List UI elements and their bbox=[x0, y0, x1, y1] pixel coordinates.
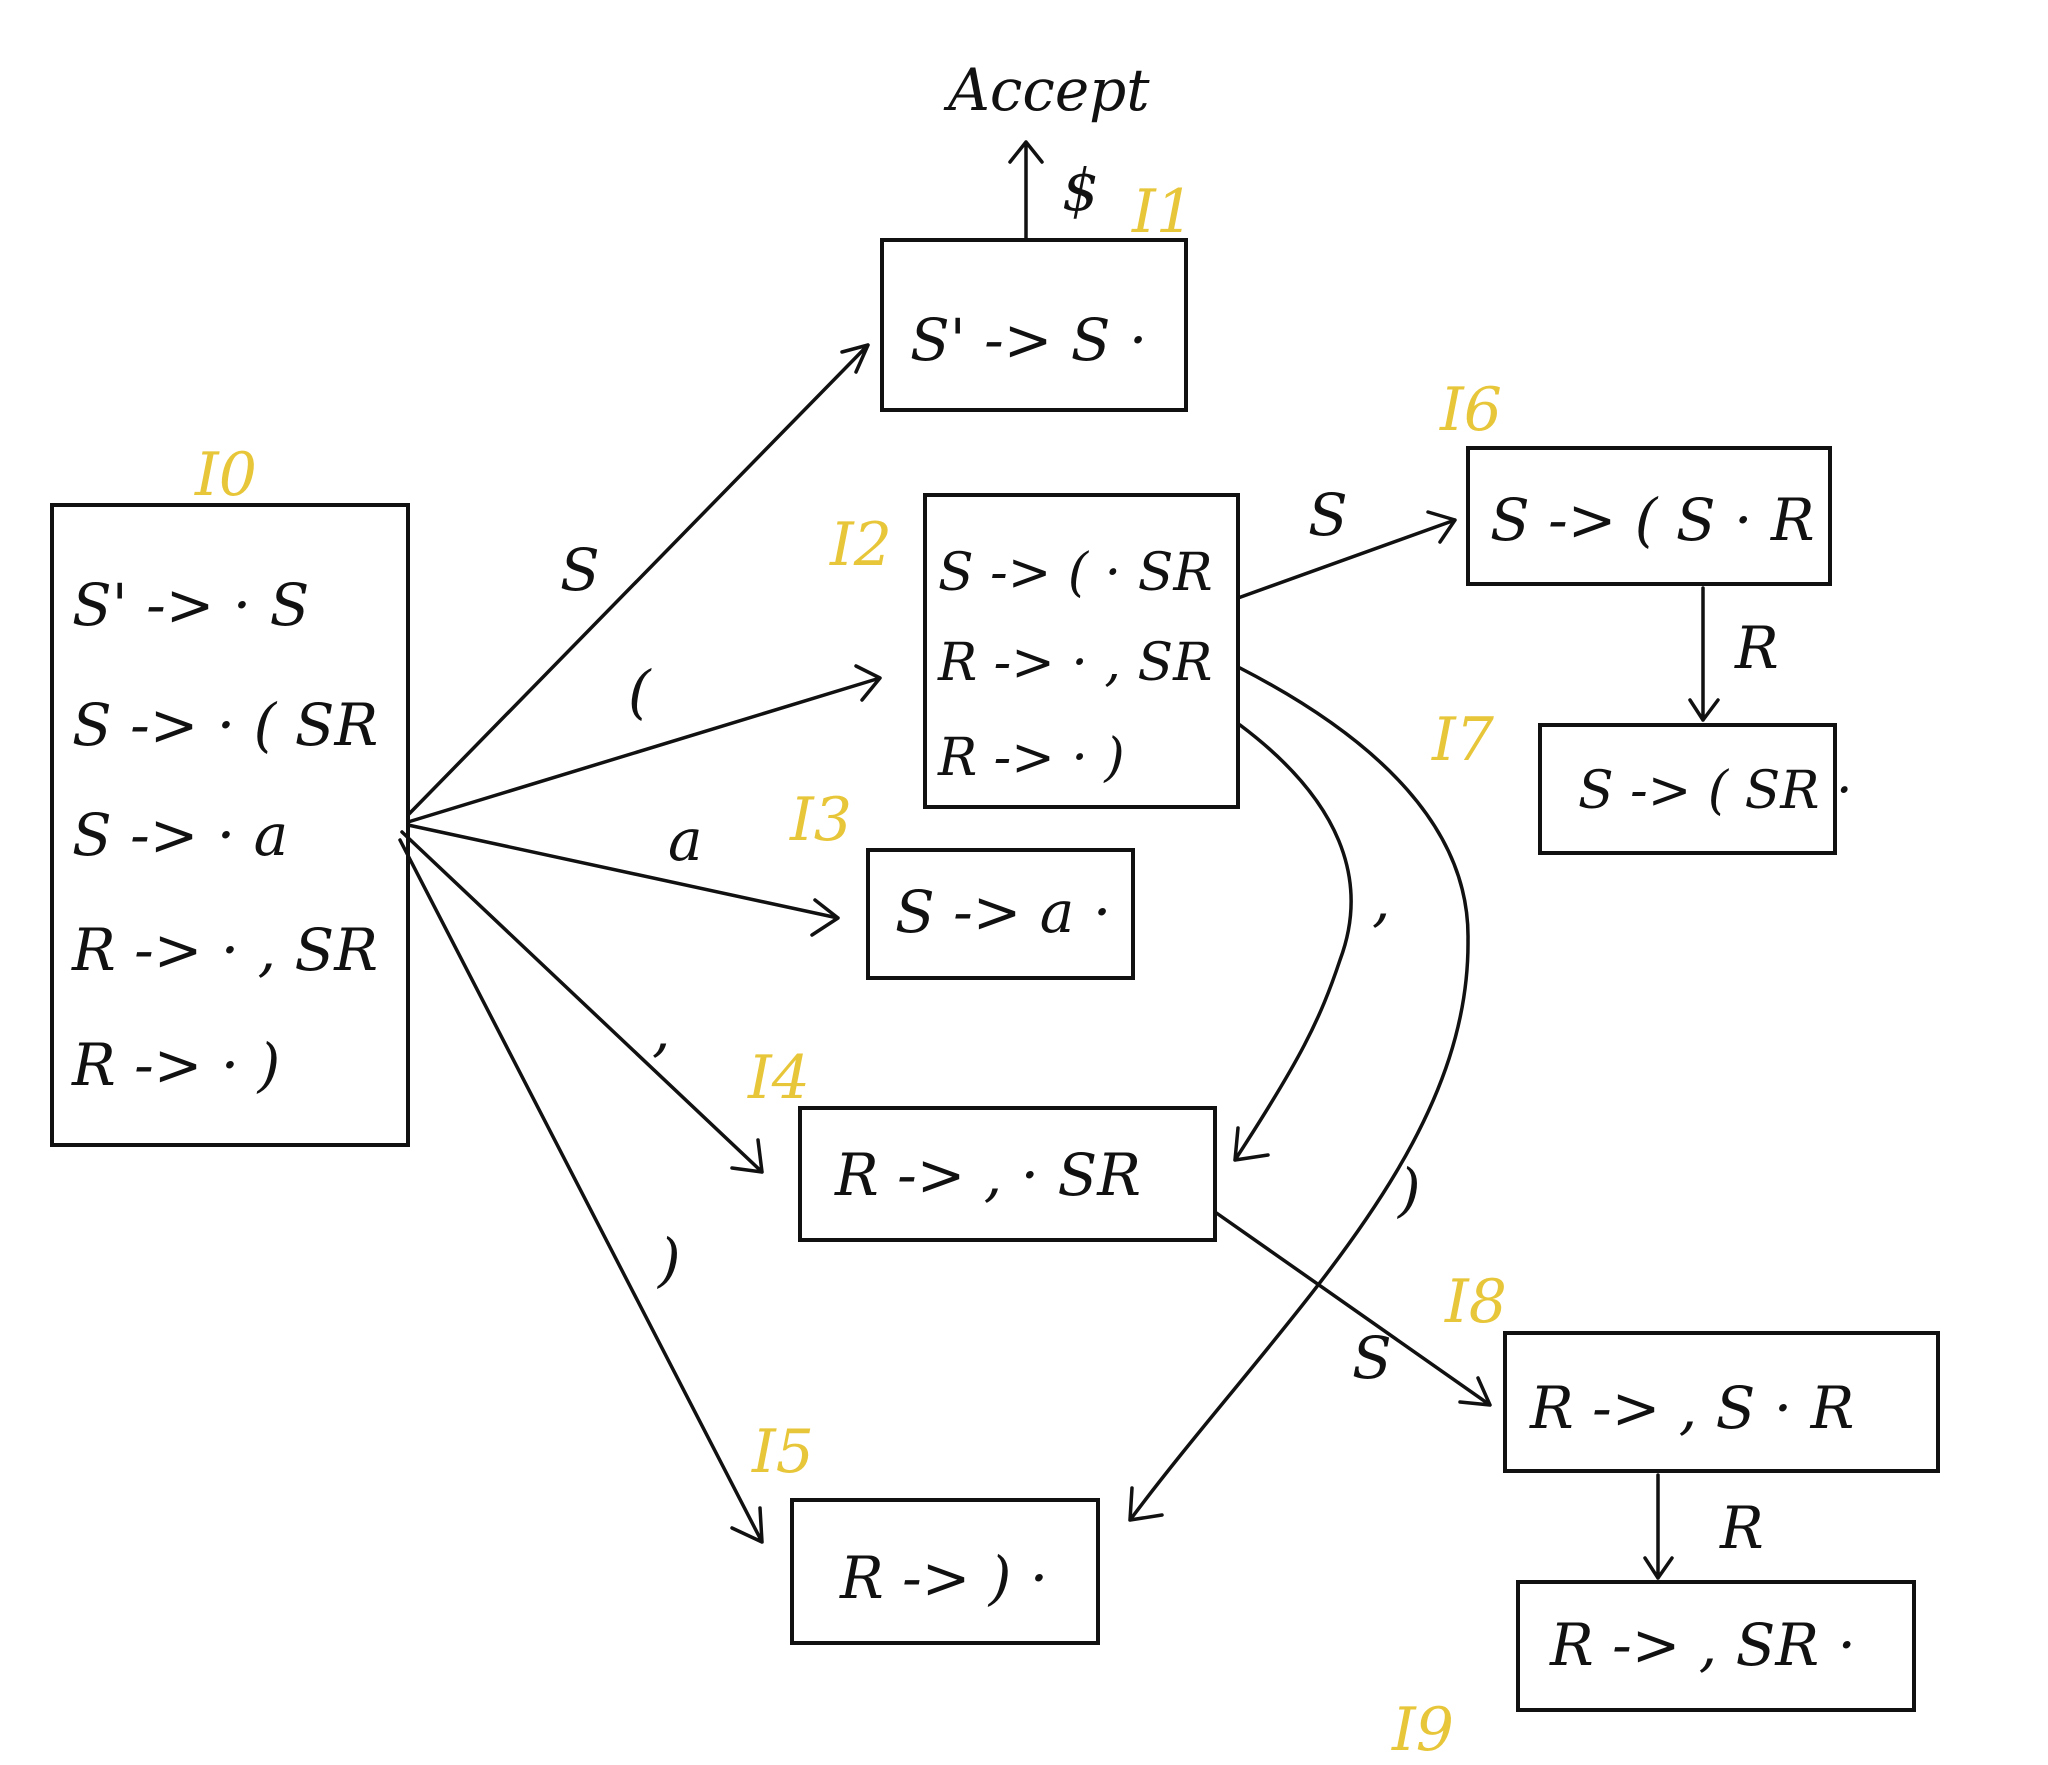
state-i7-item: S -> ( SR · bbox=[1578, 761, 1852, 821]
state-i8-box bbox=[1503, 1331, 1940, 1473]
state-i9-label: I9 bbox=[1391, 1695, 1454, 1765]
state-i9: I9 R -> , SR · bbox=[1391, 1580, 1916, 1765]
state-i3-box bbox=[866, 848, 1135, 980]
state-i6-label: I6 bbox=[1439, 375, 1502, 445]
state-i1-item: S' -> S · bbox=[910, 306, 1147, 374]
state-i8-item: R -> , S · R bbox=[1529, 1374, 1854, 1442]
edge-label: , bbox=[1372, 866, 1390, 934]
edge-label: ) bbox=[1396, 1156, 1421, 1224]
edge-label: S bbox=[560, 536, 600, 604]
state-i0-item: S -> · ( SR bbox=[72, 691, 378, 759]
accept-arrow bbox=[1008, 140, 1044, 242]
edge-label: S bbox=[1352, 1324, 1392, 1392]
state-i1-box bbox=[880, 238, 1188, 412]
edge-label: ( bbox=[628, 658, 652, 726]
state-i1-label: I1 bbox=[1131, 177, 1194, 247]
state-i9-box bbox=[1516, 1580, 1916, 1712]
edge-i0-i5 bbox=[398, 838, 764, 1544]
state-i4-item: R -> , · SR bbox=[834, 1141, 1141, 1209]
state-i2-item: R -> · , SR bbox=[937, 633, 1212, 693]
state-i6: I6 S -> ( S · R bbox=[1439, 375, 1832, 586]
state-i4-box bbox=[798, 1106, 1217, 1242]
accept-label: Accept bbox=[943, 56, 1150, 124]
edge-i8-i9 bbox=[1643, 1473, 1674, 1580]
edge-i0-i1 bbox=[406, 343, 870, 817]
edge-i4-i8 bbox=[1213, 1210, 1492, 1407]
state-i2-label: I2 bbox=[829, 510, 892, 580]
state-i4-label: I4 bbox=[747, 1043, 810, 1113]
edge-label: R bbox=[1719, 1494, 1764, 1562]
state-i7-box bbox=[1538, 723, 1837, 855]
edge-i2-i6 bbox=[1236, 510, 1457, 600]
edge-label: ) bbox=[656, 1226, 681, 1294]
state-i8-label: I8 bbox=[1444, 1267, 1507, 1337]
state-i0: I0 S' -> · S S -> · ( SR S -> · a R -> ·… bbox=[50, 440, 410, 1147]
edge-label: R bbox=[1734, 614, 1779, 682]
edge-i2-i5 bbox=[1128, 666, 1470, 1522]
state-i8: I8 R -> , S · R bbox=[1444, 1267, 1940, 1473]
state-i3-item: S -> a · bbox=[895, 878, 1111, 946]
state-i7: I7 S -> ( SR · bbox=[1431, 705, 1852, 855]
state-i3: I3 S -> a · bbox=[789, 785, 1135, 980]
state-i2: I2 S -> ( · SR R -> · , SR R -> · ) bbox=[829, 493, 1240, 809]
state-i0-item: R -> · ) bbox=[71, 1031, 280, 1099]
state-i0-label: I0 bbox=[194, 440, 257, 510]
state-i4: I4 R -> , · SR bbox=[747, 1043, 1217, 1242]
state-i5-label: I5 bbox=[751, 1417, 814, 1487]
edge-i6-i7 bbox=[1688, 586, 1720, 722]
edge-label: , bbox=[652, 996, 670, 1064]
state-i5: I5 R -> ) · bbox=[751, 1417, 1100, 1645]
state-i0-item: R -> · , SR bbox=[71, 916, 378, 984]
state-i9-item: R -> , SR · bbox=[1549, 1611, 1856, 1679]
state-i5-item: R -> ) · bbox=[839, 1544, 1048, 1612]
state-i0-item: S -> · a bbox=[72, 801, 288, 869]
edge-i0-i3 bbox=[406, 823, 840, 937]
state-i6-box bbox=[1466, 446, 1832, 586]
accept-symbol: $ bbox=[1062, 156, 1099, 224]
state-i2-item: S -> ( · SR bbox=[938, 543, 1212, 603]
state-i5-box bbox=[790, 1498, 1100, 1645]
state-i2-box bbox=[923, 493, 1240, 809]
edge-i2-i4 bbox=[1233, 723, 1353, 1162]
state-i3-label: I3 bbox=[789, 785, 852, 855]
state-i0-item: S' -> · S bbox=[72, 571, 309, 639]
state-i6-item: S -> ( S · R bbox=[1490, 486, 1815, 554]
edge-label: S bbox=[1308, 481, 1348, 549]
state-i7-label: I7 bbox=[1431, 705, 1495, 775]
state-i2-item: R -> · ) bbox=[937, 728, 1125, 788]
edge-label: a bbox=[668, 806, 703, 874]
edge-i0-i4 bbox=[400, 830, 764, 1174]
edge-i0-i2 bbox=[406, 664, 882, 824]
state-i1: I1 S' -> S · bbox=[880, 177, 1194, 412]
